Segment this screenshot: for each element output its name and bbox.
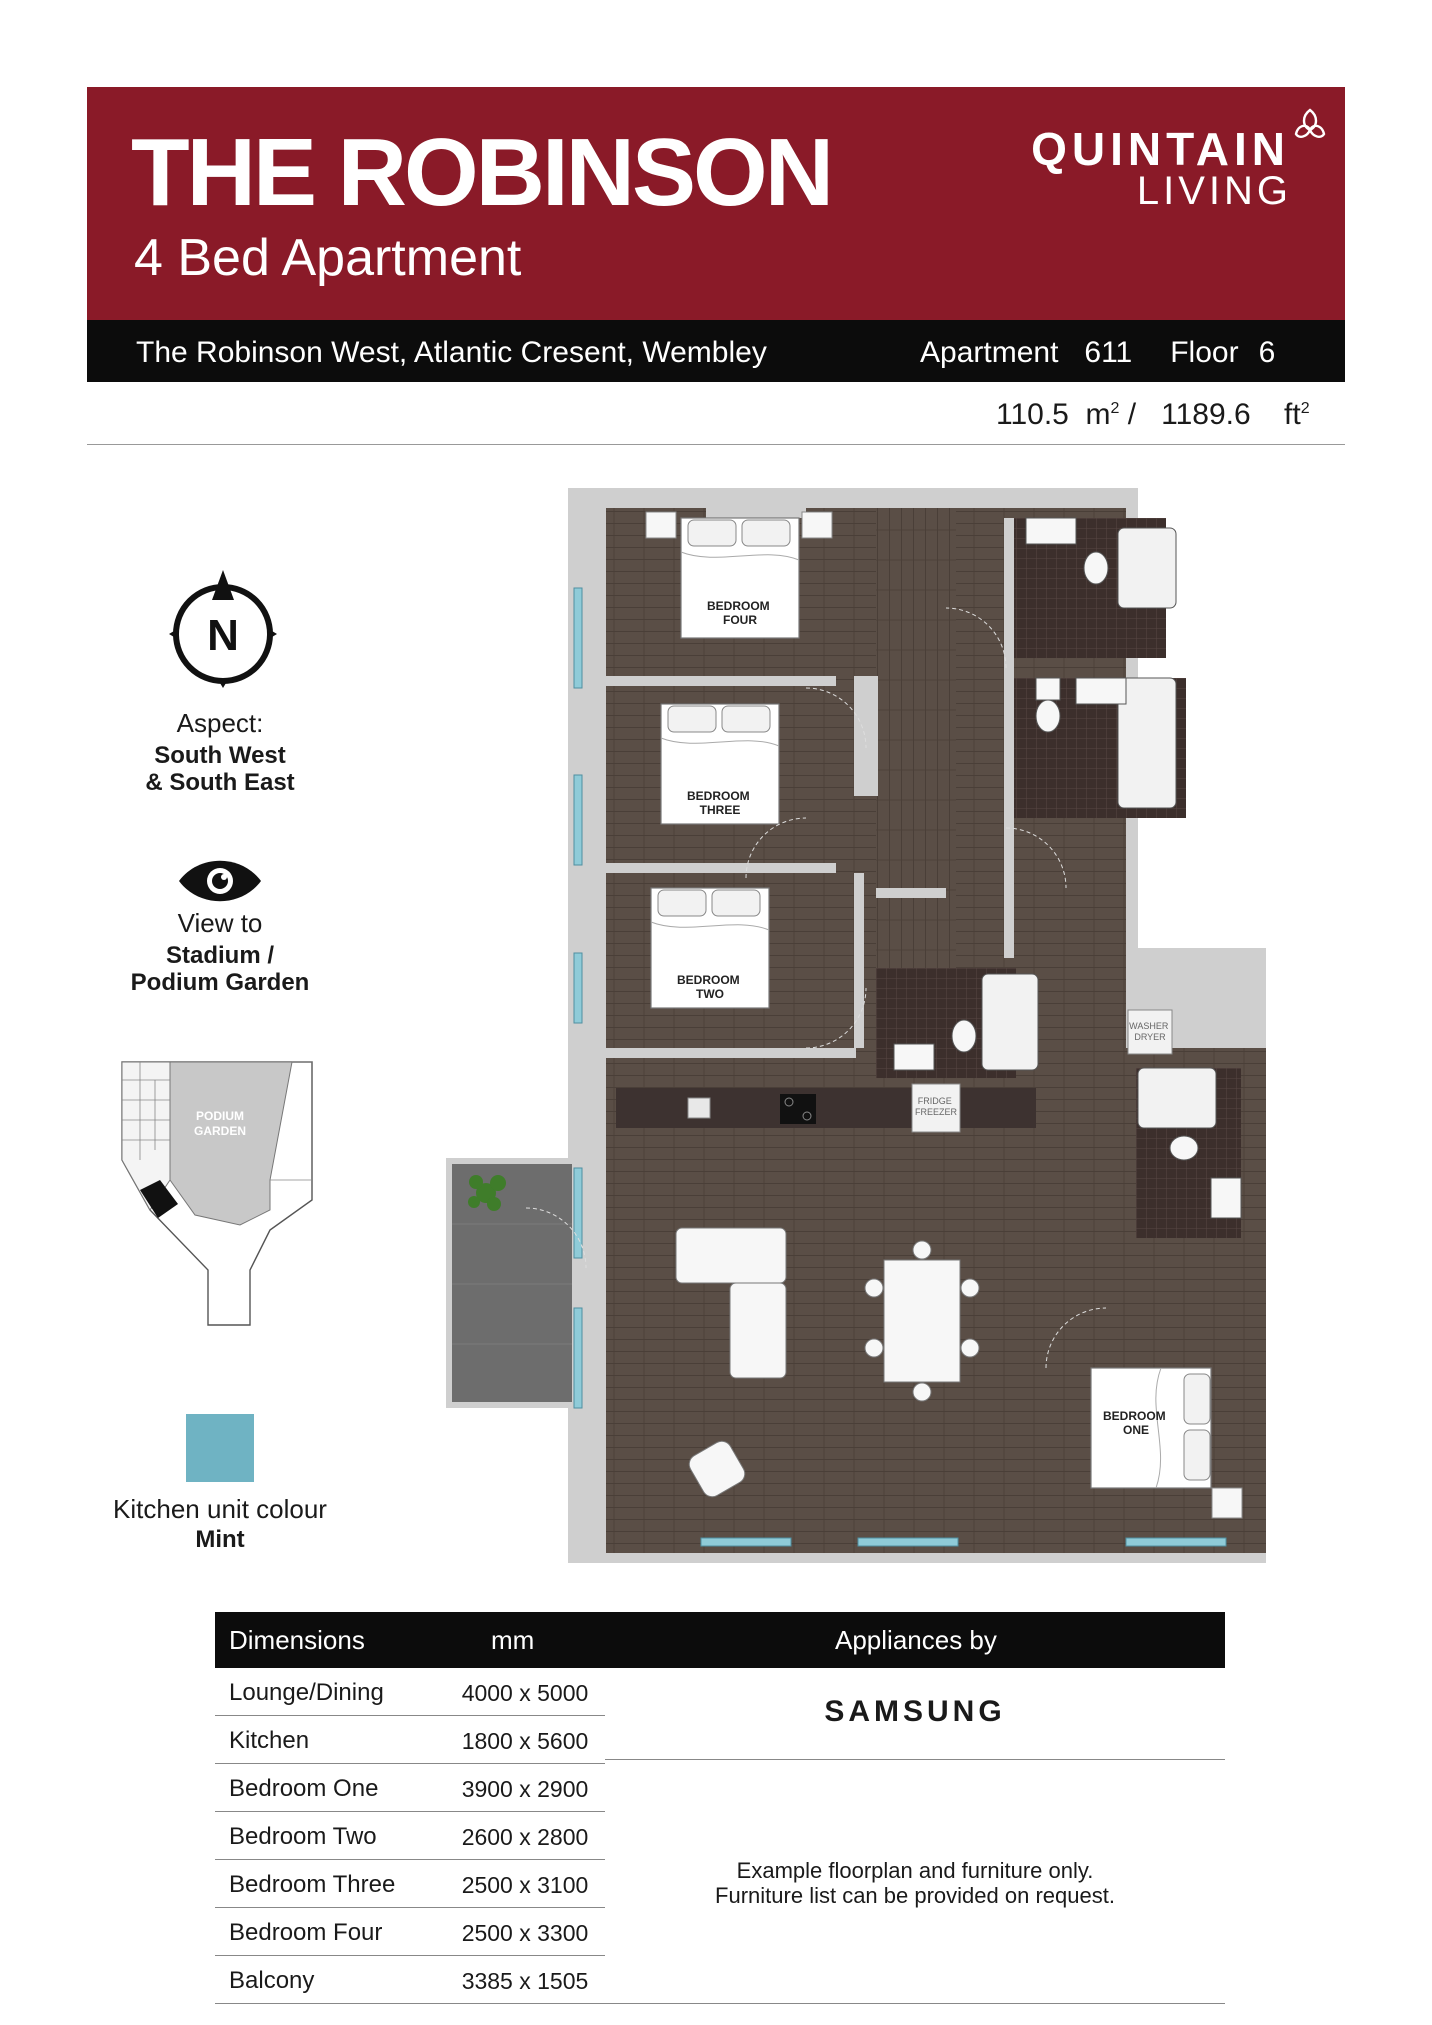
- floor-area: 110.5 m2 / 1189.6 ft2: [996, 398, 1310, 431]
- bedroom-two-label-1: BEDROOM: [677, 973, 740, 987]
- room-name: Lounge/Dining: [229, 1679, 384, 1706]
- building-key-plan: PODIUM GARDEN: [121, 1061, 313, 1326]
- apartment-number: 611: [1084, 336, 1133, 369]
- svg-text:BEDROOM TWO: BEDROOM TWO: [677, 973, 743, 1001]
- bedroom-three-label-1: BEDROOM: [687, 789, 750, 803]
- kitchen-colour-label: Kitchen unit colour: [113, 1494, 327, 1524]
- svg-text:FRIDGE FREEZER: FRIDGE FREEZER: [915, 1096, 958, 1117]
- area-sqft: 1189.6: [1161, 398, 1251, 431]
- table-row: Bedroom Four 2500 x 3300: [215, 1908, 1225, 1956]
- disclaimer-note: Example floorplan and furniture only. Fu…: [640, 1858, 1190, 1908]
- address-bar: [87, 320, 1345, 382]
- development-title: THE ROBINSON: [131, 119, 834, 226]
- kitchen-colour-swatch: [186, 1414, 254, 1482]
- bedroom-one-label-1: BEDROOM: [1103, 1409, 1166, 1423]
- header-mm: mm: [491, 1625, 535, 1655]
- room-dimension: 2500 x 3300: [461, 1920, 589, 1946]
- bedroom-one-label-2: ONE: [1123, 1423, 1149, 1437]
- svg-text:BEDROOM FOUR: BEDROOM FOUR: [707, 599, 773, 627]
- table-row: Balcony 3385 x 1505: [215, 1956, 1225, 2004]
- note-line-1: Example floorplan and furniture only.: [736, 1858, 1094, 1883]
- table-row: Kitchen 1800 x 5600: [215, 1716, 1225, 1764]
- area-sqm: 110.5: [996, 398, 1069, 431]
- trefoil-logo-icon: [1294, 108, 1326, 138]
- apartment-label: Apartment: [920, 336, 1059, 369]
- appliances-divider: [605, 1759, 1225, 1760]
- apartment-type: 4 Bed Apartment: [134, 229, 522, 287]
- washer-label-2: DRYER: [1134, 1032, 1166, 1042]
- floor-label: Floor: [1170, 336, 1239, 369]
- room-dimension: 3385 x 1505: [461, 1968, 589, 1994]
- header-appliances: Appliances by: [835, 1625, 997, 1655]
- bedroom-four-label-1: BEDROOM: [707, 599, 770, 613]
- eye-icon: [179, 860, 261, 902]
- table-row: Lounge/Dining 4000 x 5000: [215, 1668, 1225, 1716]
- room-dimension: 4000 x 5000: [461, 1680, 589, 1706]
- room-dimension: 2600 x 2800: [461, 1824, 589, 1850]
- north-compass-icon: N: [169, 570, 277, 688]
- room-name: Bedroom Two: [229, 1823, 377, 1850]
- room-name: Balcony: [229, 1967, 315, 1994]
- floor-plan: BEDROOM FOUR BEDROOM THREE BEDROOM TWO B…: [446, 488, 1266, 1563]
- bedroom-two-label-2: TWO: [696, 987, 724, 1001]
- room-dimension: 2500 x 3100: [461, 1872, 589, 1898]
- table-row: Bedroom Three 2500 x 3100: [215, 1860, 1225, 1908]
- room-dimension: 1800 x 5600: [461, 1728, 589, 1754]
- view-value: Stadium / Podium Garden: [70, 942, 370, 996]
- dimensions-table: Dimensions mm Appliances by Lounge/Dinin…: [215, 1612, 1225, 2004]
- aspect-label: Aspect:: [176, 708, 264, 738]
- bedroom-three-label-2: THREE: [700, 803, 741, 817]
- brand-name: QUINTAIN: [1031, 123, 1290, 175]
- table-header: Dimensions mm Appliances by: [215, 1612, 1225, 1668]
- view-line-1: Stadium /: [165, 942, 274, 969]
- address: The Robinson West, Atlantic Cresent, Wem…: [136, 336, 767, 369]
- svg-text:BEDROOM ONE: BEDROOM ONE: [1103, 1409, 1169, 1437]
- room-dimension: 3900 x 2900: [461, 1776, 589, 1802]
- note-line-2: Furniture list can be provided on reques…: [715, 1883, 1115, 1908]
- divider: [87, 444, 1345, 445]
- kitchen-colour-value: Mint: [195, 1526, 245, 1553]
- svg-text:WASHER DRYER: WASHER DRYER: [1129, 1021, 1171, 1042]
- header-band: [87, 87, 1345, 320]
- appliance-brand-logo: SAMSUNG: [824, 1695, 1006, 1728]
- compass-letter: N: [207, 611, 239, 660]
- room-name: Bedroom Four: [229, 1919, 383, 1946]
- aspect-value: South West & South East: [70, 742, 370, 796]
- svg-text:BEDROOM THREE: BEDROOM THREE: [687, 789, 753, 817]
- aspect-line-2: & South East: [145, 769, 295, 796]
- fridge-label-2: FREEZER: [915, 1107, 958, 1117]
- aspect-line-1: South West: [154, 742, 286, 769]
- table-row: Bedroom Two 2600 x 2800: [215, 1812, 1225, 1860]
- view-label: View to: [177, 908, 263, 938]
- apartment-info: Apartment 611 Floor 6: [920, 336, 1275, 370]
- table-row: Bedroom One 3900 x 2900: [215, 1764, 1225, 1812]
- floor-number: 6: [1258, 336, 1276, 369]
- area-sqft-unit: ft: [1284, 398, 1301, 431]
- view-line-2: Podium Garden: [130, 969, 310, 996]
- header-dimensions: Dimensions: [229, 1625, 365, 1655]
- washer-label-1: WASHER: [1129, 1021, 1169, 1031]
- fridge-label-1: FRIDGE: [918, 1096, 952, 1106]
- keyplan-garden-line-1: PODIUM: [196, 1109, 244, 1123]
- room-name: Bedroom One: [229, 1775, 379, 1802]
- bedroom-four-label-2: FOUR: [723, 613, 757, 627]
- room-name: Bedroom Three: [229, 1871, 396, 1898]
- keyplan-garden-line-2: GARDEN: [194, 1124, 246, 1138]
- brand-subname: LIVING: [1136, 169, 1292, 213]
- area-separator: /: [1127, 398, 1137, 431]
- area-sqm-unit: m: [1085, 398, 1111, 431]
- room-name: Kitchen: [229, 1727, 310, 1754]
